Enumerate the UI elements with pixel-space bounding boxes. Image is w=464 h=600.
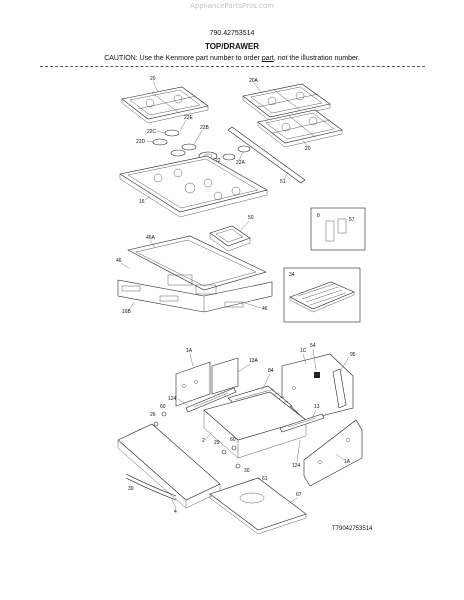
callout-95: 95 <box>350 352 356 358</box>
callout-22B: 22B <box>200 125 210 131</box>
callout-20-right: 20 <box>305 146 311 152</box>
fastener-60-left <box>161 411 167 417</box>
callout-22: 22 <box>215 158 221 164</box>
callout-34: 34 <box>289 272 295 278</box>
caution-part-link: part <box>261 55 274 62</box>
callout-22A: 22A <box>236 160 246 166</box>
callout-29: 29 <box>214 440 220 446</box>
callout-57: 57 <box>349 217 355 223</box>
section-title: TOP/DRAWER <box>204 42 260 51</box>
header-divider <box>40 66 425 67</box>
callout-4: 4 <box>174 509 177 515</box>
grate-right-upper <box>242 83 331 122</box>
callout-13: 13 <box>314 404 320 410</box>
callout-46: 46 <box>116 258 122 264</box>
caution-text: CAUTION: Use the Kenmore part number to … <box>104 55 262 62</box>
drawer-inner-side <box>211 357 239 395</box>
caution-note: CAUTION: Use the Kenmore part number to … <box>0 55 464 62</box>
drawer-side-panel-right <box>303 419 363 487</box>
callout-1A-right: 1A <box>344 459 351 465</box>
burner-caps <box>152 129 251 161</box>
drawer-slide-right <box>279 413 325 433</box>
callout-54: 54 <box>310 343 316 349</box>
fastener-30 <box>235 463 241 469</box>
callout-20A: 20A <box>249 78 259 84</box>
callout-8: 8 <box>317 213 320 219</box>
callout-30: 30 <box>244 468 250 474</box>
callout-13A: 13A <box>249 358 259 364</box>
griddle-box <box>283 267 361 323</box>
callout-84: 84 <box>268 368 274 374</box>
callout-124-right: 124 <box>292 463 301 469</box>
callout-1C: 1C <box>300 348 307 354</box>
fastener-60-center <box>231 445 237 451</box>
callout-16: 16 <box>139 199 145 205</box>
diagram-code: T79042753514 <box>332 526 373 532</box>
fastener-29 <box>221 449 227 455</box>
drawer-slide-left <box>185 387 237 413</box>
callout-1A: 1A <box>186 348 193 354</box>
callout-22C: 22C <box>147 129 157 135</box>
gasket-strip <box>332 368 347 409</box>
grate-left <box>121 86 209 124</box>
callout-22E: 22E <box>184 115 194 121</box>
grate-right-lower <box>257 109 343 148</box>
burner-box-panel <box>117 235 273 313</box>
caution-text-end: , not the illustration number. <box>273 55 360 62</box>
trim-strip <box>227 126 306 184</box>
callout-61: 61 <box>262 476 268 482</box>
drawer-handle <box>125 473 177 501</box>
callout-20-left: 20 <box>150 76 156 82</box>
model-number: 790.42753514 <box>209 30 255 37</box>
callout-16B: 16B <box>122 309 132 315</box>
callout-50: 50 <box>248 215 254 221</box>
watermark: AppliancePartsPros.com <box>190 2 274 10</box>
hardware-kit-box <box>310 207 366 251</box>
fastener-26 <box>153 421 159 427</box>
callout-60-center: 60 <box>230 437 236 443</box>
callout-26: 26 <box>150 412 156 418</box>
callout-22D: 22D <box>136 139 146 145</box>
drawer-bottom-panel <box>209 477 307 535</box>
drawer-front-panel <box>117 423 221 509</box>
callout-39: 39 <box>128 486 134 492</box>
callout-2: 2 <box>202 438 205 444</box>
callout-46-right: 46 <box>262 306 268 312</box>
callout-46A: 46A <box>146 235 156 241</box>
callout-60-left: 60 <box>160 404 166 410</box>
callout-51: 51 <box>280 179 286 185</box>
callout-124-left: 124 <box>168 396 177 402</box>
burner-base <box>209 225 251 252</box>
callout-67: 67 <box>296 492 302 498</box>
drawer-side-panel-left <box>175 361 211 407</box>
cooktop <box>119 155 268 218</box>
